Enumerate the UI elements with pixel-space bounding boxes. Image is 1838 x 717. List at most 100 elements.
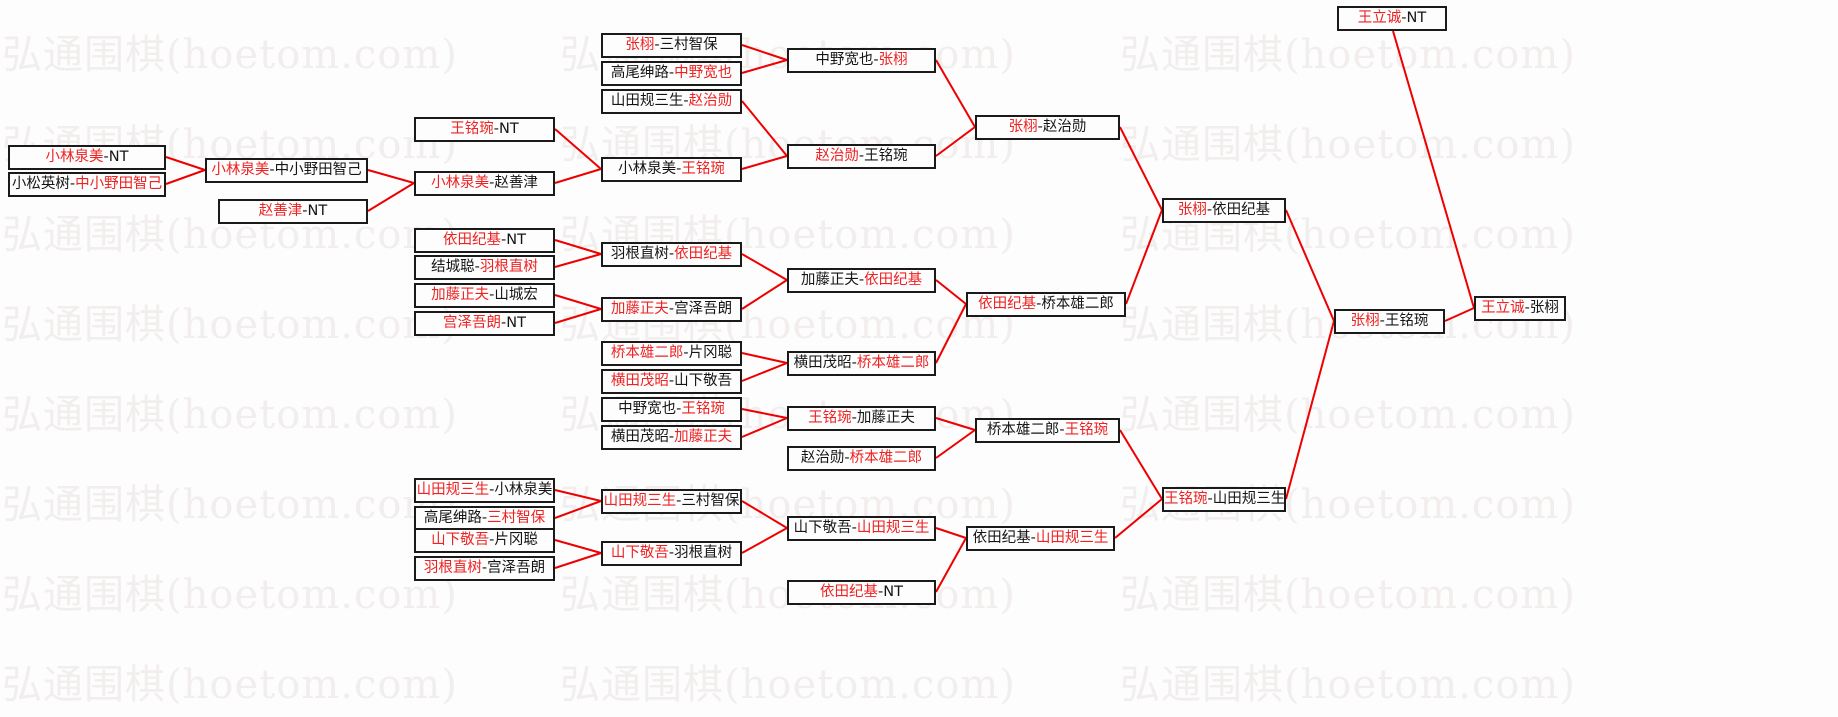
match-box[interactable]: 山下敬吾-羽根直树 [601,541,742,566]
bracket-connector [1285,209,1335,322]
player-right: 桥本雄二郎 [856,355,930,371]
versus-separator: - [1036,296,1042,312]
bracket-connector [741,408,788,419]
match-box[interactable]: 羽根直树-依田纪基 [601,242,742,267]
match-box[interactable]: 赵治勋-王铭琬 [787,144,936,169]
bracket-connector [554,239,602,255]
versus-separator: - [683,345,689,361]
match-box[interactable]: 张栩-三村智保 [601,33,742,58]
player-left: 山田规三生 [610,93,684,109]
bracket-connector [1119,126,1163,211]
player-right: 王铭琬 [864,148,908,164]
match-box[interactable]: 依田纪基-桥本雄二郎 [966,292,1126,317]
versus-separator: - [668,301,675,317]
match-box[interactable]: 赵善津-NT [218,199,368,224]
match-box[interactable]: 宫泽吾朗-NT [414,311,555,336]
match-box[interactable]: 羽根直树-宫泽吾朗 [414,556,555,581]
bracket-connector [1392,30,1475,309]
match-box[interactable]: 结城聪-羽根直树 [414,255,555,280]
player-right: NT [1406,10,1427,26]
player-right: NT [307,203,328,219]
versus-separator: - [851,520,857,536]
player-right: 羽根直树 [674,545,733,561]
versus-separator: - [489,287,495,303]
player-left: 王铭琬 [1164,491,1208,507]
versus-separator: - [844,450,850,466]
match-box[interactable]: 加藤正夫-依田纪基 [787,268,936,293]
match-box[interactable]: 山下敬吾-山田规三生 [787,516,936,541]
player-left: 王立诚 [1357,10,1402,26]
player-left: 加藤正夫 [431,287,490,303]
match-box[interactable]: 山田规三生-赵治勋 [601,89,742,114]
player-left: 小林泉美 [618,161,677,177]
match-box[interactable]: 桥本雄二郎-片冈聪 [601,341,742,366]
match-box[interactable]: 张栩-赵治勋 [975,115,1120,140]
bracket-connector [367,182,415,212]
player-right: 依田纪基 [864,272,923,288]
match-box[interactable]: 中野宽也-张栩 [787,48,936,73]
versus-separator: - [501,232,507,248]
player-left: 依田纪基 [820,584,879,600]
match-box[interactable]: 依田纪基-山田规三生 [966,526,1115,551]
player-left: 羽根直树 [610,246,669,262]
player-right: 加藤正夫 [856,410,915,426]
bracket-connector [935,537,967,593]
match-box[interactable]: 横田茂昭-山下敬吾 [601,369,742,394]
bracket-connector [935,303,967,364]
match-box[interactable]: 王立诚-张栩 [1474,296,1566,321]
match-box[interactable]: 王铭琬-加藤正夫 [787,406,936,431]
match-box[interactable]: 小林泉美-NT [8,145,166,170]
versus-separator: - [851,410,857,426]
match-box[interactable]: 小林泉美-王铭琬 [601,157,742,182]
match-box[interactable]: 赵治勋-桥本雄二郎 [787,446,936,471]
versus-separator: - [873,52,879,68]
versus-separator: - [269,162,275,178]
bracket-connector [554,500,602,519]
versus-separator: - [676,493,682,509]
bracket-connector [935,527,967,539]
player-left: 小松英树 [11,176,70,192]
player-right: 依田纪基 [1212,202,1271,218]
player-left: 张栩 [625,37,655,53]
match-box[interactable]: 小林泉美-中小野田智己 [205,158,368,183]
bracket-connector [935,126,976,157]
player-left: 宫泽吾朗 [443,315,502,331]
match-box[interactable]: 依田纪基-NT [787,580,936,605]
match-box[interactable]: 张栩-王铭琬 [1334,309,1445,334]
bracket-connector [554,168,602,184]
match-box[interactable]: 小松英树-中小野田智己 [8,172,166,197]
versus-separator: - [683,93,689,109]
match-box[interactable]: 山田规三生-三村智保 [601,489,742,514]
versus-separator: - [878,584,884,600]
match-box[interactable]: 中野宽也-王铭琬 [601,397,742,422]
player-right: NT [506,315,526,331]
match-box[interactable]: 横田茂昭-加藤正夫 [601,425,742,450]
match-box[interactable]: 桥本雄二郎-王铭琬 [975,418,1120,443]
versus-separator: - [676,401,682,417]
match-box[interactable]: 王铭琬-NT [414,117,555,142]
match-box[interactable]: 张栩-依田纪基 [1162,198,1286,223]
bracket-connector [554,253,602,268]
match-box[interactable]: 王铭琬-山田规三生 [1162,487,1286,512]
versus-separator: - [668,545,675,561]
match-box[interactable]: 王立诚-NT [1337,6,1447,31]
bracket-connector [554,489,602,502]
bracket-connector [1114,498,1163,539]
match-box[interactable]: 横田茂昭-桥本雄二郎 [787,351,936,376]
bracket-connector [554,128,602,170]
bracket-connector [367,169,415,184]
match-box[interactable]: 山田规三生-小林泉美 [414,478,555,503]
player-left: 小林泉美 [431,175,490,191]
match-box[interactable]: 山下敬吾-片冈聪 [414,528,555,553]
match-box[interactable]: 依田纪基-NT [414,228,555,253]
match-box[interactable]: 加藤正夫-山城宏 [414,283,555,308]
bracket-connector [741,417,788,438]
match-box[interactable]: 小林泉美-赵善津 [414,171,555,196]
player-right: 片冈聪 [494,532,538,548]
match-box[interactable]: 高尾绅路-三村智保 [414,506,555,531]
match-box[interactable]: 高尾绅路-中野宽也 [601,61,742,86]
match-box[interactable]: 加藤正夫-宫泽吾朗 [601,297,742,322]
versus-separator: - [489,482,495,498]
player-right: 宫泽吾朗 [674,301,733,317]
